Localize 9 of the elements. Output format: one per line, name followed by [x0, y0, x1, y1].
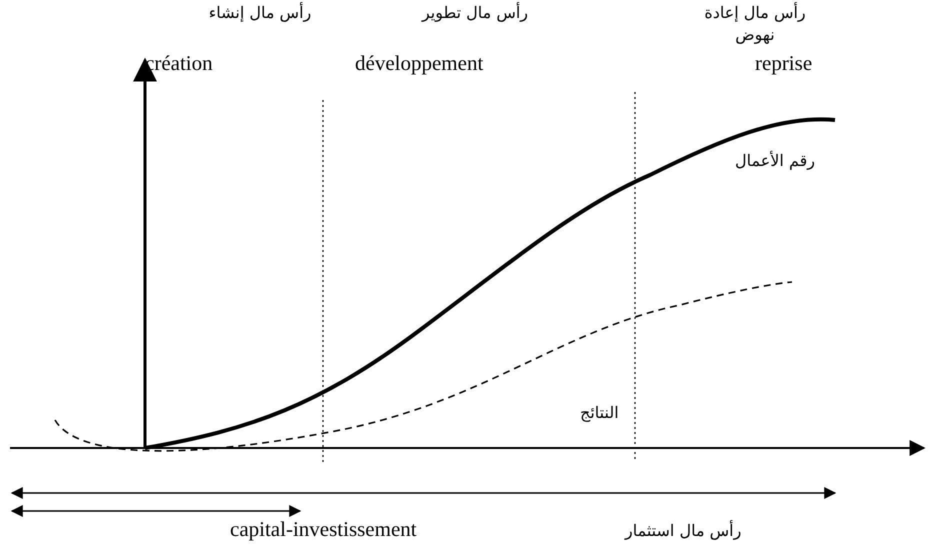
phase-label: développement	[355, 52, 484, 74]
phase-heading: رأس مال إعادة نهوض	[703, 2, 807, 46]
axis-caption: capital-investissement	[230, 518, 417, 540]
phase-heading: رأس مال تطوير	[420, 2, 530, 24]
curve-label: النتائج	[580, 402, 619, 424]
axis-caption: رأس مال استثمار	[625, 520, 742, 542]
curve-label: رقم الأعمال	[735, 150, 815, 172]
phase-label: reprise	[755, 52, 812, 74]
phase-heading: رأس مال إنشاء	[208, 2, 312, 24]
